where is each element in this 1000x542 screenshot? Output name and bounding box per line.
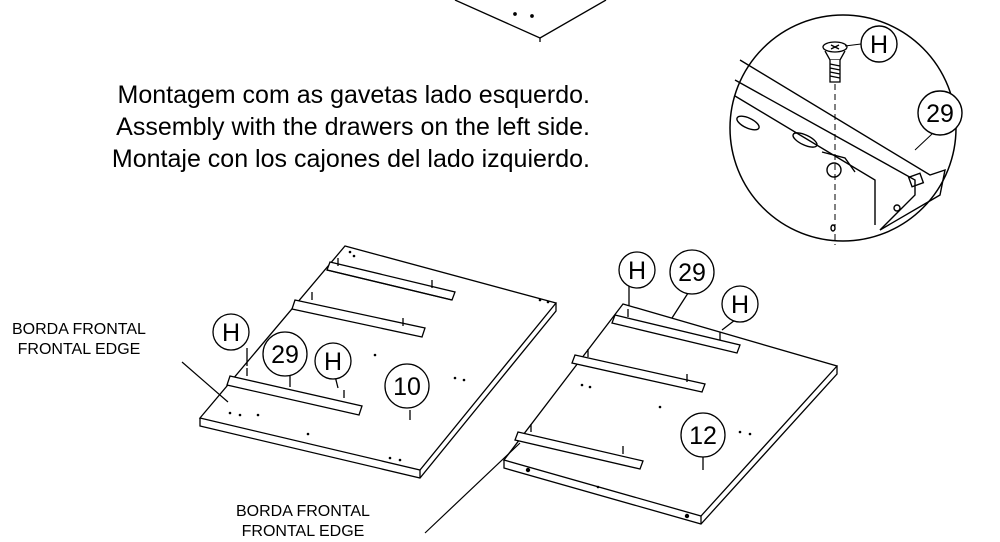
right-panel	[502, 303, 839, 525]
callout-detail-screw: H	[870, 31, 888, 59]
edge-label-left-line2: FRONTAL EDGE	[17, 341, 141, 358]
instruction-spanish: Montaje con los cajones del lado izquier…	[111, 145, 590, 173]
edge-label-bottom-line1: BORDA FRONTAL	[236, 503, 370, 520]
edge-label-bottom-line2: FRONTAL EDGE	[241, 523, 365, 540]
callout-left-screw-a: H	[222, 319, 240, 347]
callout-right-rail: 29	[678, 259, 706, 287]
callout-detail-rail: 29	[926, 100, 954, 128]
edge-label-left-line1: BORDA FRONTAL	[12, 321, 146, 338]
edge-leader-left	[181, 361, 229, 403]
callout-left-screw-b: H	[324, 348, 342, 376]
right-rails	[514, 314, 741, 470]
assembly-instructions: Montagem com as gavetas lado esquerdo. A…	[0, 79, 590, 175]
top-panel-fragment	[454, 0, 607, 42]
callout-left-rail: 29	[271, 341, 299, 369]
frontal-edge-label-bottom: BORDA FRONTAL FRONTAL EDGE	[236, 502, 370, 542]
frontal-edge-label-left: BORDA FRONTAL FRONTAL EDGE	[12, 320, 146, 360]
left-callouts	[212, 313, 430, 420]
callout-right-screw-b: H	[731, 291, 749, 319]
instruction-portuguese: Montagem com as gavetas lado esquerdo.	[117, 81, 591, 109]
callout-left-panel: 10	[393, 373, 421, 401]
left-panel	[198, 245, 558, 479]
callout-right-screw-a: H	[628, 257, 646, 285]
right-callouts	[618, 249, 759, 470]
edge-leader-bottom	[424, 442, 521, 534]
instruction-english: Assembly with the drawers on the left si…	[116, 113, 590, 141]
screw-icon	[822, 41, 848, 83]
left-rails	[226, 261, 456, 416]
detail-magnifier: H 29	[729, 14, 963, 245]
callout-right-panel: 12	[689, 422, 717, 450]
